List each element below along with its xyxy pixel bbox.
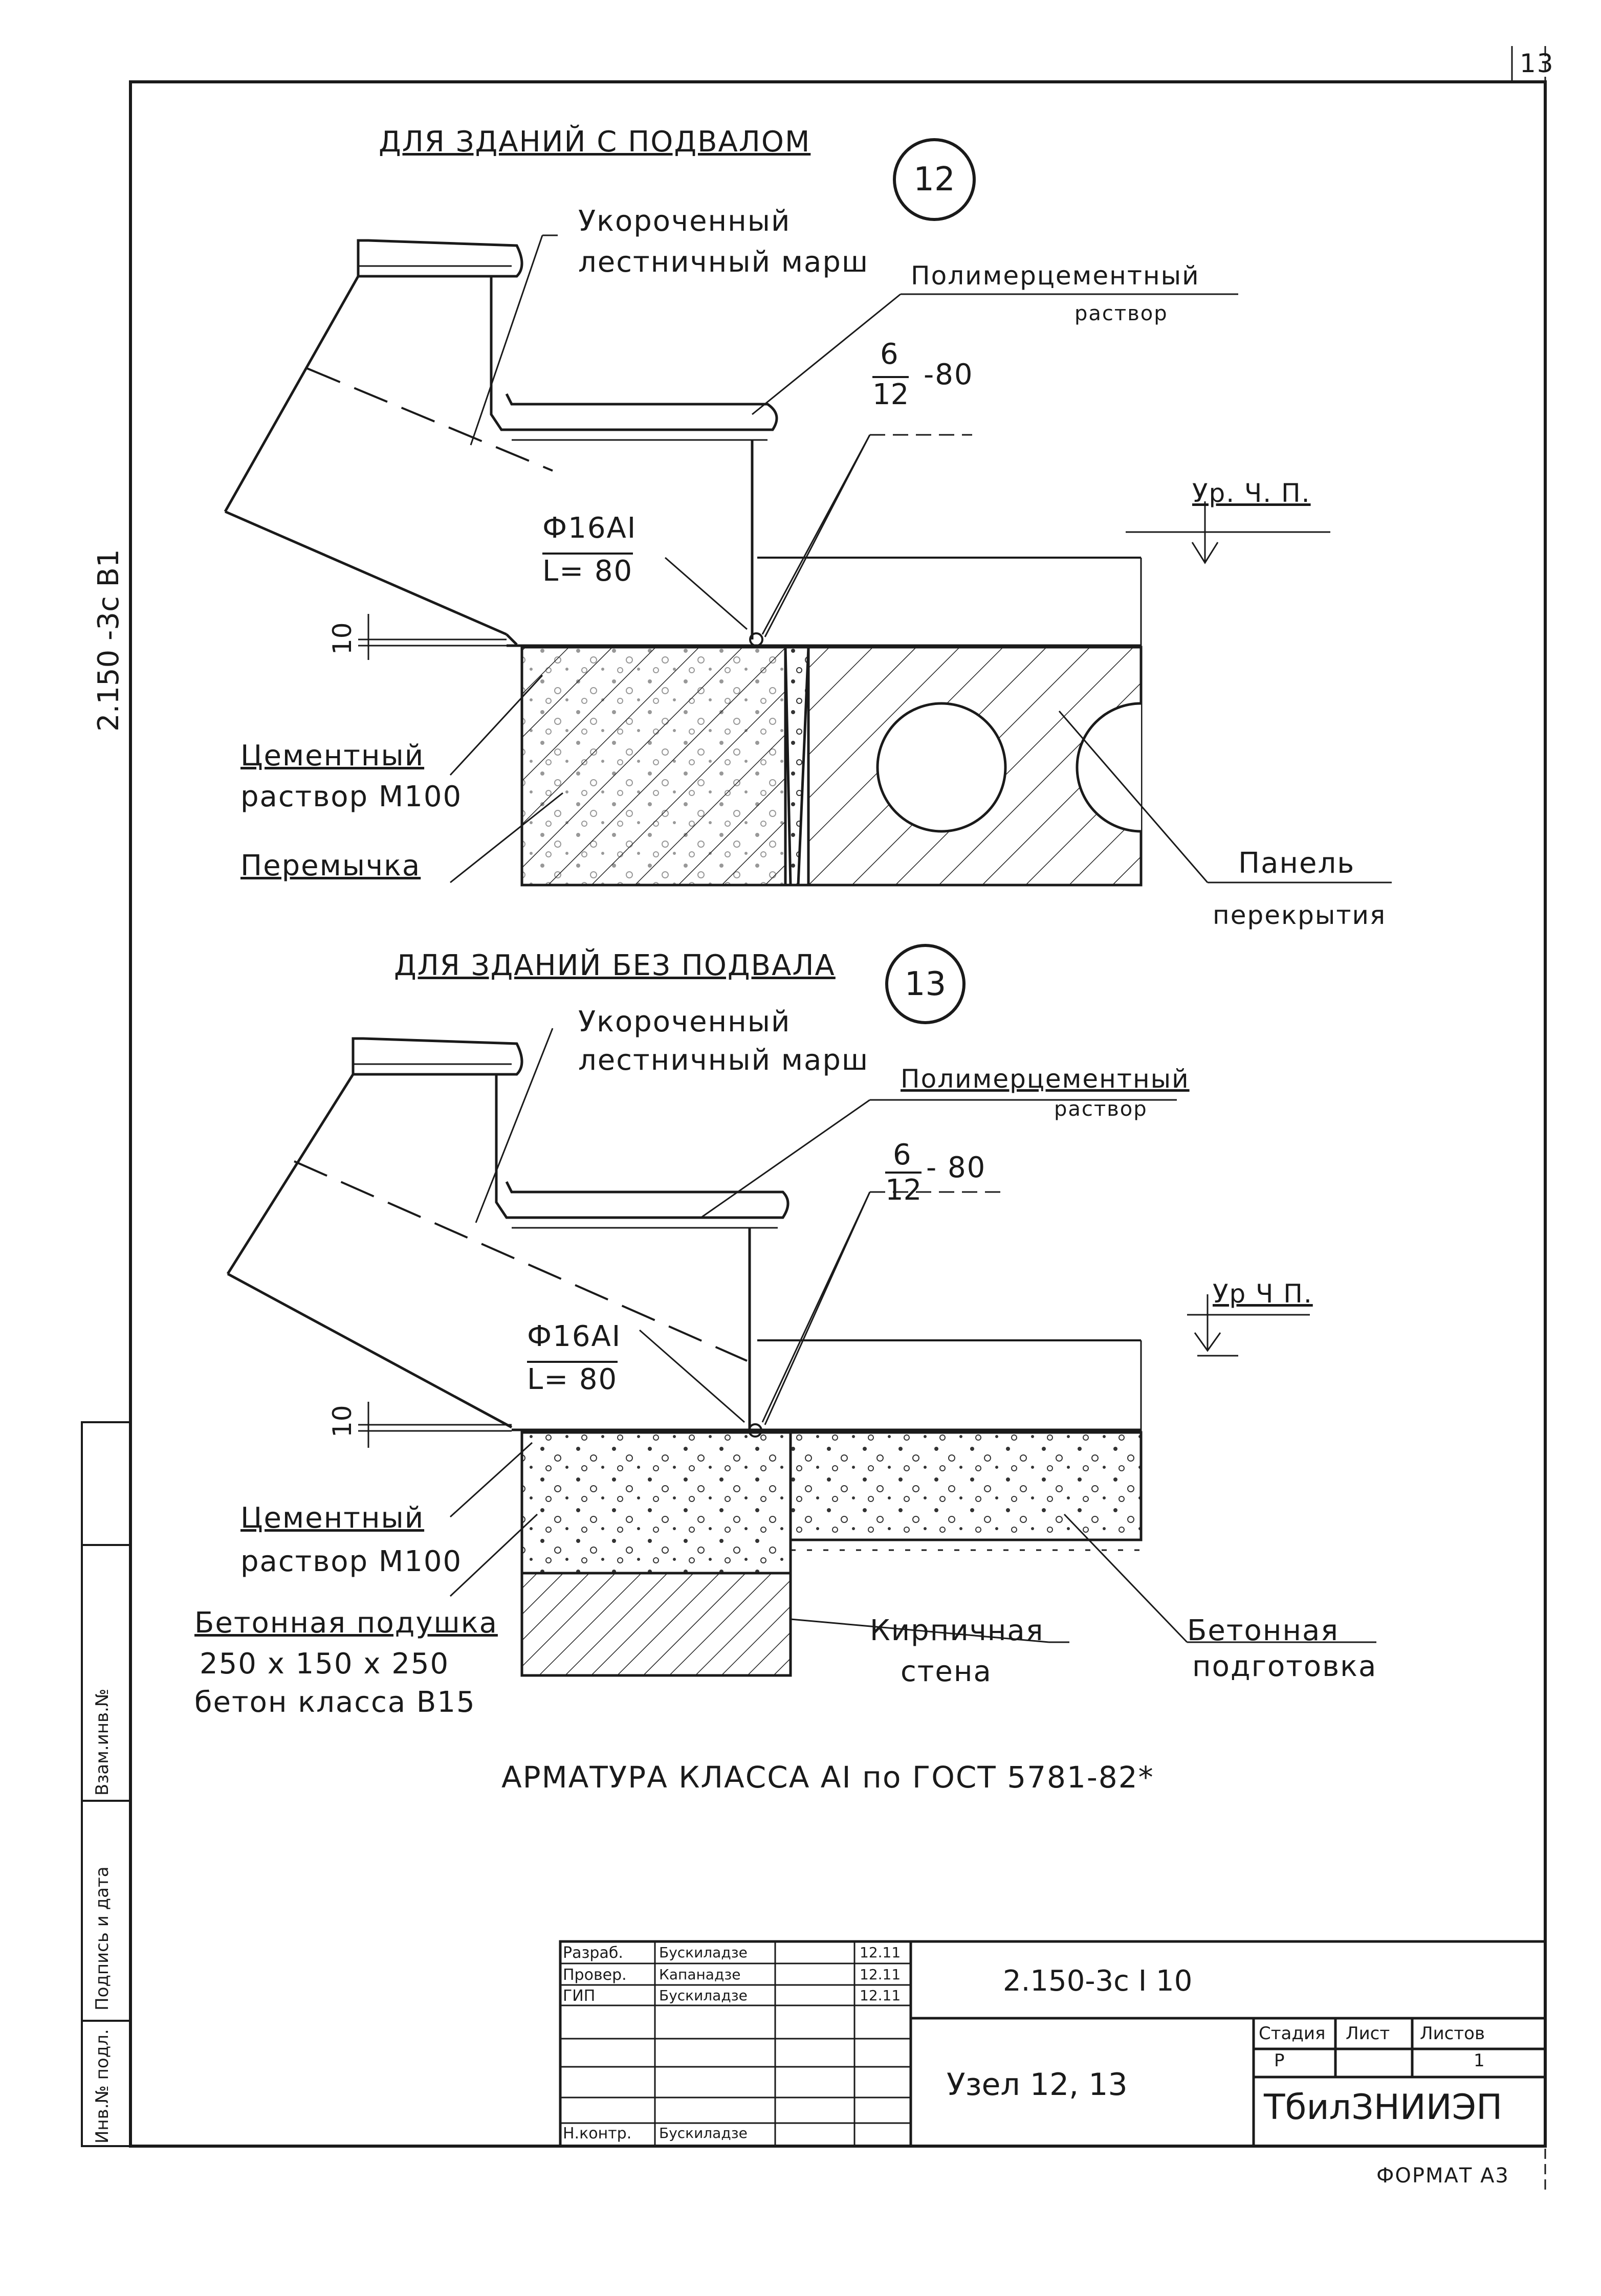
tb-row-2-name: Капанадзе	[659, 1966, 741, 1983]
node13-number-text: 13	[904, 965, 947, 1003]
node12-rod-2: L= 80	[542, 553, 633, 588]
node12-rebar-len: -80	[924, 358, 974, 391]
node12-number-text: 12	[913, 161, 955, 198]
node13-rod-2: L= 80	[527, 1361, 618, 1396]
tb-row-1-date: 12.11	[860, 1944, 901, 1961]
tb-title: Узел 12, 13	[947, 2067, 1128, 2103]
node13-mortar-2: раствор	[1054, 1097, 1148, 1121]
tb-row-2-role: Провер.	[563, 1966, 627, 1984]
node12-cement-1: Цементный	[240, 739, 425, 772]
title-block-grid	[559, 1940, 1547, 2148]
tb-code: 2.150-3с I 10	[1003, 1964, 1193, 1998]
node12-march-2: лестничный марш	[578, 246, 869, 279]
node12-lintel: Перемычка	[240, 849, 421, 882]
node12-cement-2: раствор М100	[240, 780, 463, 813]
node13-level: Ур Ч П.	[1213, 1279, 1313, 1309]
node12-dim: 10	[327, 622, 357, 655]
tb-row-4-role: Н.контр.	[563, 2125, 632, 2143]
node13-pad-3: бетон класса В15	[194, 1686, 476, 1719]
node13-number: 13	[885, 944, 966, 1024]
node13-rod-1: Ф16АI	[527, 1320, 622, 1353]
node13-march-1: Укороченный	[578, 1005, 791, 1039]
tb-sheets: 1	[1474, 2050, 1485, 2071]
tb-org: ТбилЗНИИЭП	[1264, 2087, 1503, 2128]
node13-dim: 10	[327, 1405, 357, 1438]
tb-row-3-date: 12.11	[860, 1987, 901, 2004]
tb-sheets-hdr: Листов	[1420, 2023, 1485, 2044]
node13-wall-2: стена	[901, 1655, 992, 1688]
node13-title: ДЛЯ ЗДАНИЙ БЕЗ ПОДВАЛА	[394, 949, 836, 982]
node12-mortar-1: Полимерцементный	[911, 261, 1200, 291]
node12-mortar-2: раствор	[1074, 302, 1168, 325]
node13-cement-2: раствор М100	[240, 1545, 463, 1578]
node13-cement-1: Цементный	[240, 1502, 425, 1535]
stamp-inv-podl: Инв.№ подл.	[92, 2029, 113, 2144]
node13-wall-1: Кирпичная	[870, 1614, 1044, 1647]
tb-row-1-name: Бускиладзе	[659, 1944, 748, 1961]
node13-prep-1: Бетонная	[1187, 1614, 1339, 1647]
stamp-podpis: Подпись и дата	[92, 1866, 113, 2011]
sheet-format: ФОРМАТ А3	[1376, 2164, 1509, 2188]
node13-geometry	[226, 1028, 1376, 1677]
node13-rebar-len: - 80	[926, 1151, 986, 1184]
node13-march-2: лестничный марш	[578, 1044, 869, 1077]
node12-level: Ур. Ч. П.	[1192, 478, 1311, 508]
node12-rebar-num: 6	[880, 338, 898, 371]
node12-geometry	[224, 234, 1392, 887]
tb-row-2-date: 12.11	[860, 1966, 901, 1983]
tb-stage: Р	[1274, 2050, 1285, 2071]
node13-prep-2: подготовка	[1192, 1650, 1377, 1683]
tb-stage-hdr: Стадия	[1259, 2023, 1326, 2044]
tb-row-3-role: ГИП	[563, 1987, 596, 2005]
node13-mortar-1: Полимерцементный	[901, 1064, 1190, 1094]
sheet-frame	[81, 46, 1547, 2190]
rebar-class-note: АРМАТУРА КЛАССА АI по ГОСТ 5781-82*	[501, 1760, 1154, 1795]
tb-row-4-name: Бускиладзе	[659, 2125, 748, 2142]
tb-row-3-name: Бускиладзе	[659, 1987, 748, 2004]
page-number: 13	[1520, 49, 1554, 78]
stamp-vzam: Взам.инв.№	[92, 1688, 113, 1796]
node12-title: ДЛЯ ЗДАНИЙ С ПОДВАЛОМ	[379, 125, 811, 159]
side-code: 2.150 -3с В1	[92, 549, 125, 732]
node13-rebar-num: 6	[893, 1138, 911, 1172]
node12-panel-1: Панель	[1238, 847, 1355, 880]
tb-sheet-hdr: Лист	[1346, 2023, 1390, 2044]
tb-row-1-role: Разраб.	[563, 1944, 623, 1962]
node12-panel-2: перекрытия	[1213, 900, 1387, 930]
node13-pad-2: 250 х 150 х 250	[200, 1647, 450, 1681]
node12-rebar-den: 12	[872, 376, 909, 411]
node12-march-1: Укороченный	[578, 205, 791, 238]
node13-rebar-den: 12	[885, 1172, 922, 1207]
node13-pad-1: Бетонная подушка	[194, 1606, 498, 1640]
node12-number: 12	[893, 138, 976, 221]
node12-rod-1: Ф16АI	[542, 512, 637, 545]
